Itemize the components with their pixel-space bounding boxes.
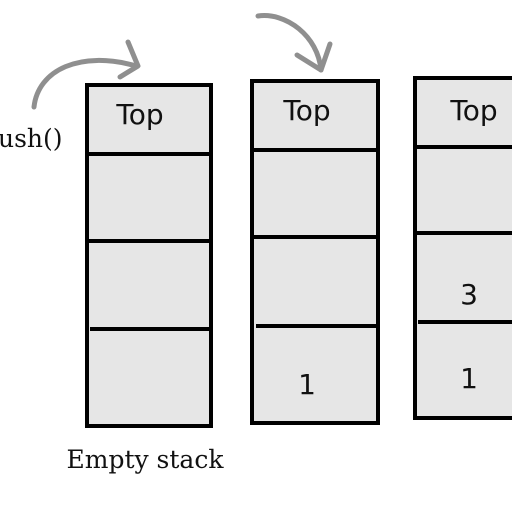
stack-one-item: Top 1 — [250, 79, 380, 425]
stack-two-items: Top 3 1 — [413, 76, 512, 420]
stack-3-box — [413, 76, 512, 420]
stack-2-top-label: Top — [282, 94, 330, 127]
push-label: ush() — [0, 124, 63, 153]
stack-1-box — [85, 83, 213, 428]
stack-3-top-label: Top — [449, 94, 497, 127]
push-arrow-1-icon — [31, 39, 141, 110]
push-arrow-2-icon — [255, 13, 333, 73]
stack-empty: Top — [85, 83, 213, 428]
stack-1-top-label: Top — [115, 98, 163, 131]
stack-2-box — [250, 79, 380, 425]
stack-3-value-3: 3 — [460, 278, 478, 311]
stack-2-value-1: 1 — [298, 368, 316, 401]
stack-3-value-1: 1 — [460, 362, 478, 395]
stack-1-caption: Empty stack — [66, 445, 224, 474]
